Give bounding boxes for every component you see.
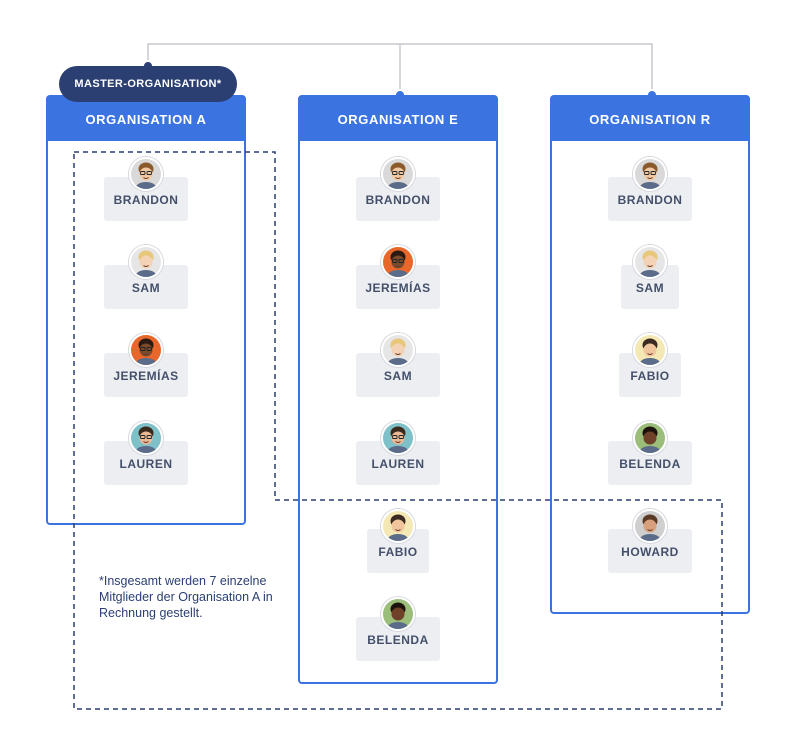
belenda-avatar — [633, 421, 667, 455]
person-icon — [131, 159, 161, 189]
person-icon — [383, 247, 413, 277]
member-card: JEREMÍAS — [104, 333, 188, 413]
member-card: BRANDON — [356, 157, 440, 237]
jeremias-avatar — [129, 333, 163, 367]
person-icon — [383, 423, 413, 453]
member-card: BELENDA — [608, 421, 692, 501]
person-icon — [635, 335, 665, 365]
member-card: LAUREN — [356, 421, 440, 501]
person-icon — [383, 599, 413, 629]
person-icon — [131, 247, 161, 277]
member-card: BRANDON — [104, 157, 188, 237]
org-card-e: ORGANISATION E BRANDON JEREMÍAS SAM LAUR… — [298, 95, 498, 684]
jeremias-avatar — [381, 245, 415, 279]
member-card: FABIO — [367, 509, 429, 589]
org-header: ORGANISATION R — [552, 97, 748, 141]
billing-footnote: *Insgesamt werden 7 einzelne Mitglieder … — [99, 574, 273, 620]
org-header: ORGANISATION A — [48, 97, 244, 141]
person-icon — [635, 247, 665, 277]
member-card: BRANDON — [608, 157, 692, 237]
person-icon — [383, 511, 413, 541]
person-icon — [383, 335, 413, 365]
person-icon — [131, 335, 161, 365]
member-card: FABIO — [619, 333, 681, 413]
person-icon — [635, 159, 665, 189]
member-card: BELENDA — [356, 597, 440, 677]
org-card-a: ORGANISATION A BRANDON SAM JEREMÍAS LAUR… — [46, 95, 246, 525]
brandon-avatar — [129, 157, 163, 191]
brandon-avatar — [381, 157, 415, 191]
howard-avatar — [633, 509, 667, 543]
sam-avatar — [129, 245, 163, 279]
org-header: ORGANISATION E — [300, 97, 496, 141]
person-icon — [635, 423, 665, 453]
member-card: SAM — [621, 245, 679, 325]
fabio-avatar — [633, 333, 667, 367]
brandon-avatar — [633, 157, 667, 191]
lauren-avatar — [129, 421, 163, 455]
fabio-avatar — [381, 509, 415, 543]
member-card: SAM — [356, 333, 440, 413]
member-card: LAUREN — [104, 421, 188, 501]
member-card: HOWARD — [608, 509, 692, 589]
sam-avatar — [633, 245, 667, 279]
lauren-avatar — [381, 421, 415, 455]
person-icon — [131, 423, 161, 453]
sam-avatar — [381, 333, 415, 367]
member-card: JEREMÍAS — [356, 245, 440, 325]
person-icon — [635, 511, 665, 541]
belenda-avatar — [381, 597, 415, 631]
master-organisation-badge: MASTER-ORGANISATION* — [59, 66, 237, 102]
person-icon — [383, 159, 413, 189]
org-card-r: ORGANISATION R BRANDON SAM FABIO BELENDA… — [550, 95, 750, 614]
member-card: SAM — [104, 245, 188, 325]
